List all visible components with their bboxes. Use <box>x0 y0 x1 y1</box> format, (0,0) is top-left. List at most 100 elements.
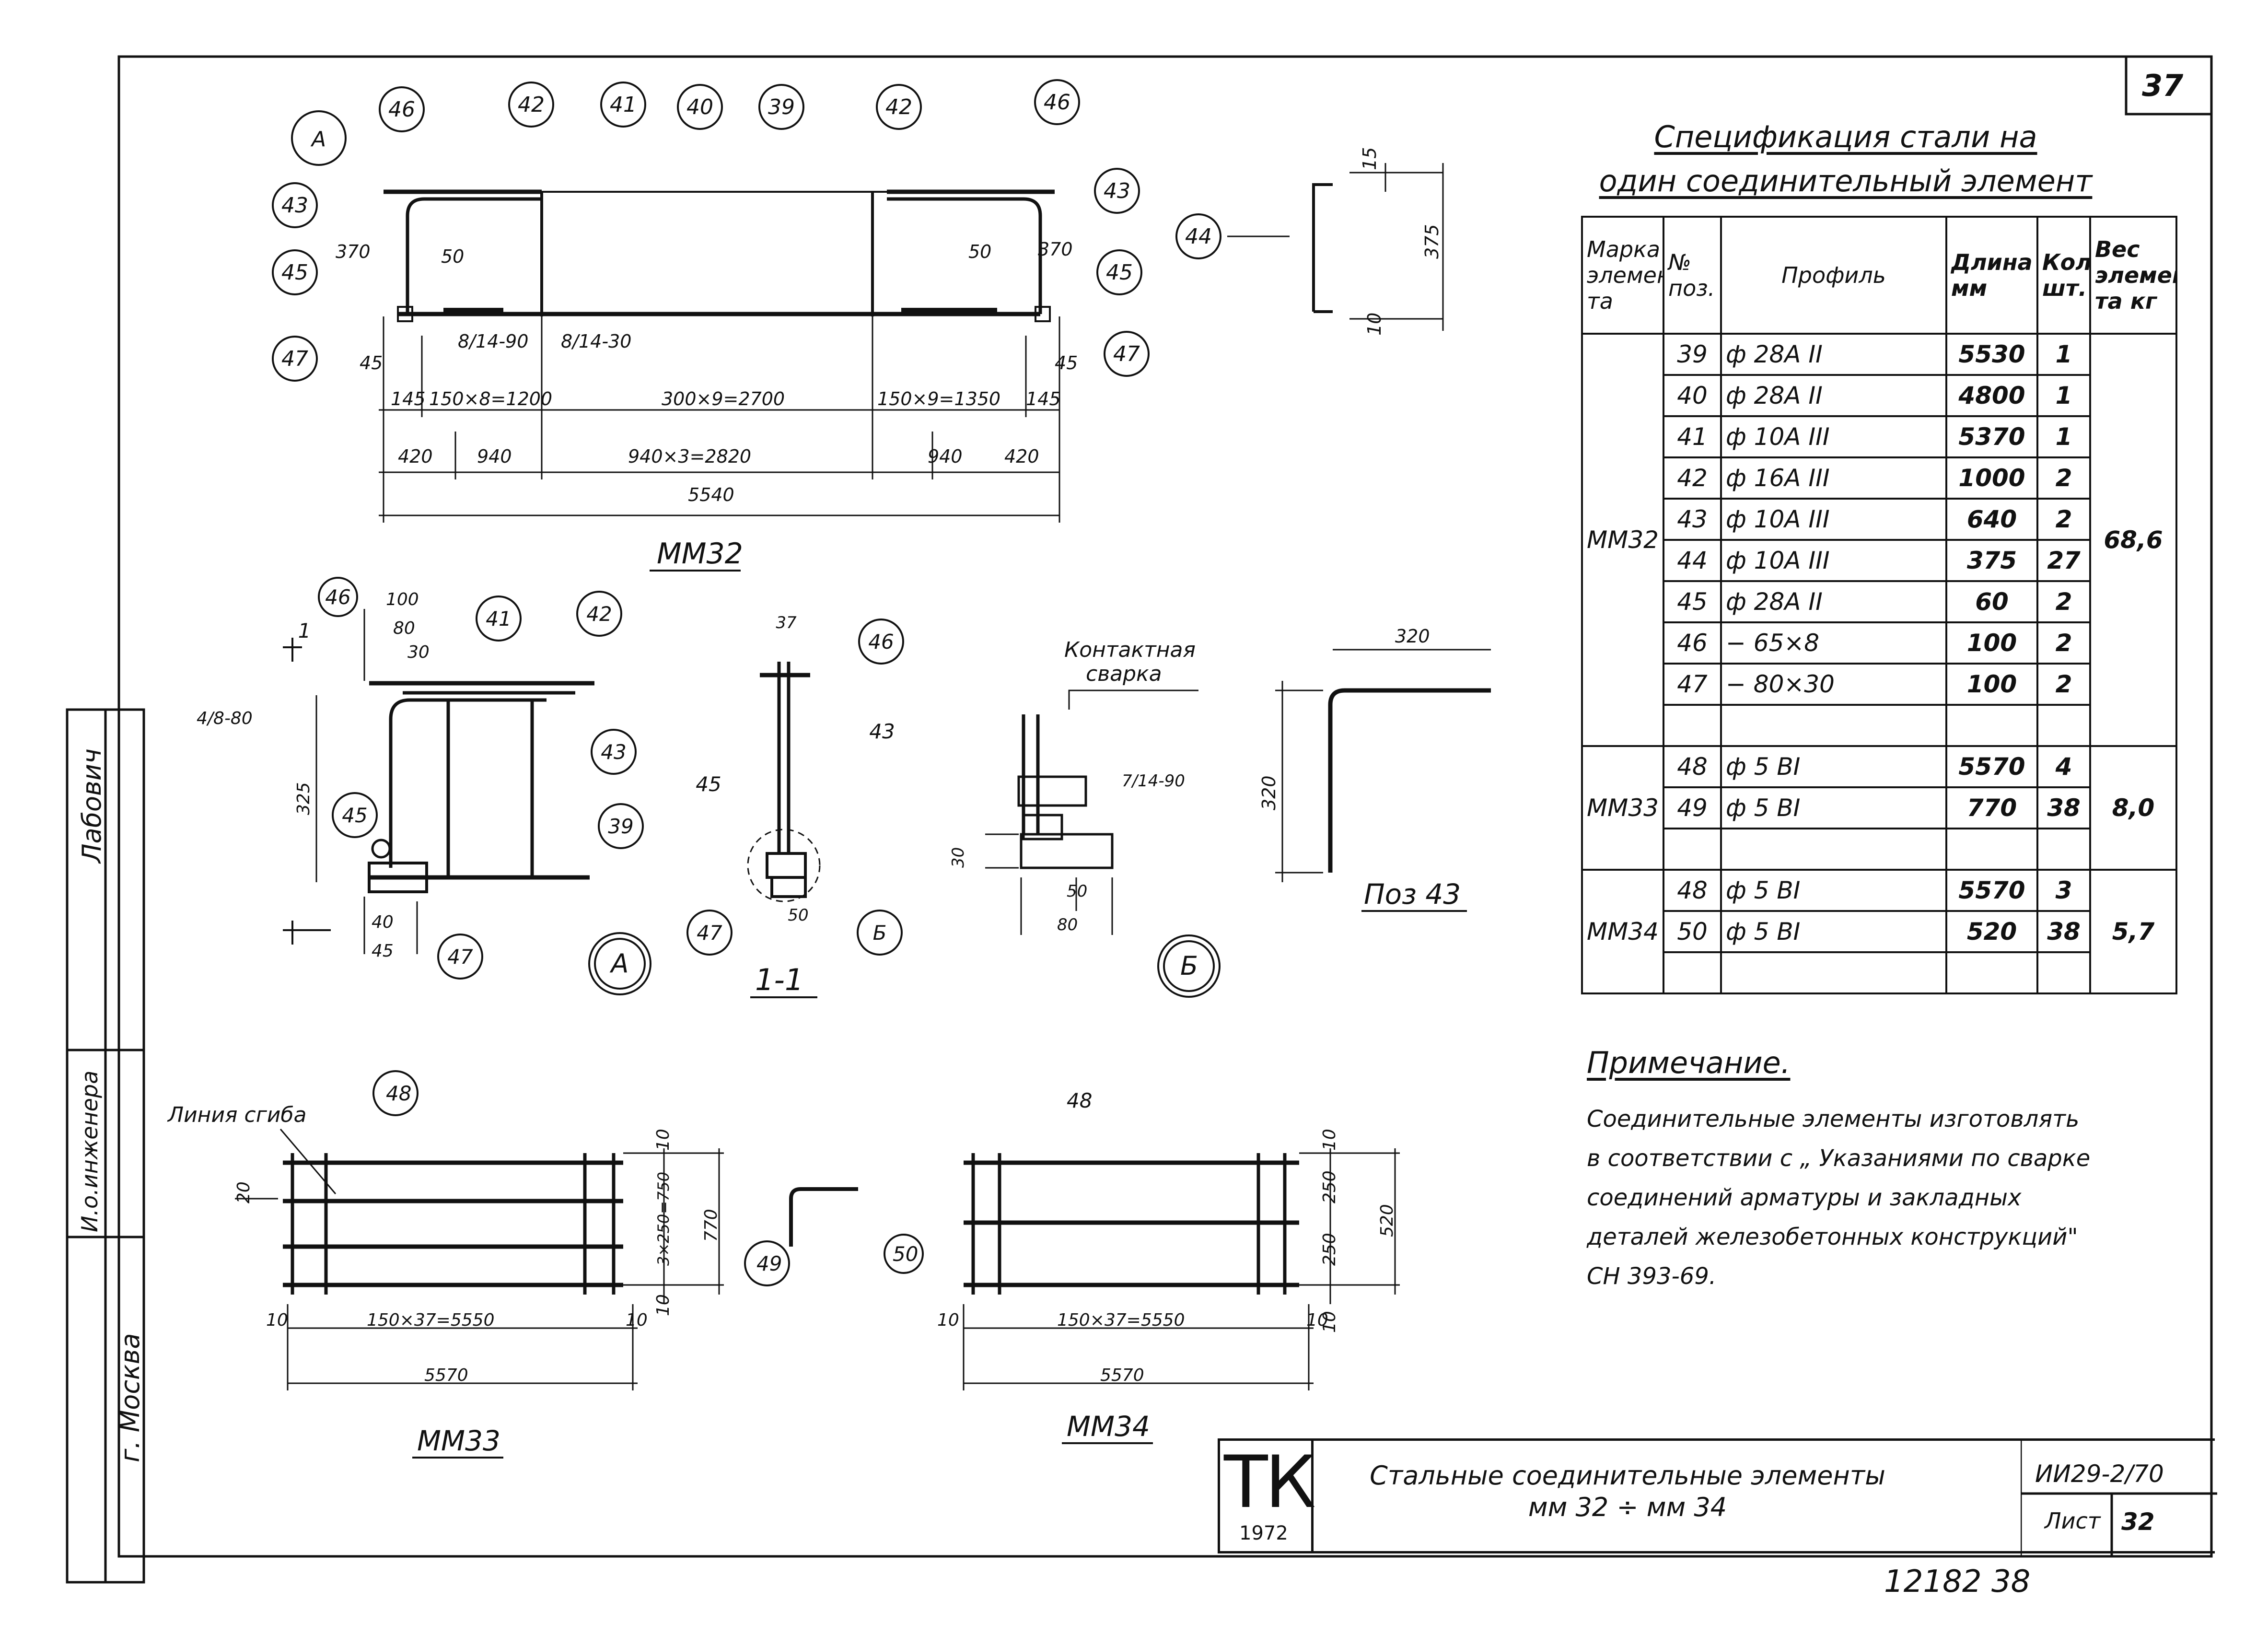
mm34-dim-250a: 250 <box>1320 1170 1339 1203</box>
spec-empty-cell <box>1945 951 2038 994</box>
a-weld-4-8-80: 4/8-80 <box>197 709 253 728</box>
spec-profile-cell: ф 28А II <box>1720 580 1947 623</box>
drawing-title: Стальные соединительные элементы мм 32 ÷… <box>1370 1460 1885 1522</box>
a-callout-42: 42 <box>586 602 612 626</box>
spec-length-cell: 100 <box>1945 621 2038 665</box>
pos44-detail <box>1227 163 1444 331</box>
dim-940x3: 940×3=2820 <box>628 446 751 467</box>
dim-50a: 50 <box>441 246 464 267</box>
pos43-caption: Поз 43 <box>1364 878 1461 911</box>
dim-50b: 50 <box>968 241 991 262</box>
callout-view-a: А <box>310 127 326 152</box>
a-callout-41: 41 <box>486 607 511 630</box>
spec-title-line2: один соединительный элемент <box>1599 163 2093 198</box>
stamp-role: И.о.инженера <box>77 1070 103 1232</box>
mm34-dim-10c: 10 <box>937 1310 959 1330</box>
note-heading: Примечание. <box>1587 1045 1791 1080</box>
spec-length-cell: 60 <box>1945 580 2038 623</box>
steel-spec-table: Марка элемен та № поз. Профиль Длина мм … <box>1581 216 2177 994</box>
spec-length-cell: 5570 <box>1945 869 2038 912</box>
callout-39: 39 <box>768 95 795 119</box>
spec-length-cell: 520 <box>1945 910 2038 953</box>
s11-dim-37: 37 <box>776 613 797 632</box>
pos44-dims: 15 375 10 <box>1359 147 1442 336</box>
contact-weld-label-2: сварка <box>1086 662 1162 686</box>
weld-8-14-90: 8/14-90 <box>458 331 528 352</box>
dim-300x9: 300×9=2700 <box>662 388 785 409</box>
section-1-1-callouts <box>686 619 904 956</box>
callout-43-a: 43 <box>281 193 308 218</box>
callout-40: 40 <box>686 95 713 119</box>
spec-pos-cell: 48 <box>1663 745 1722 788</box>
a-callout-39: 39 <box>608 815 633 838</box>
spec-profile-cell: − 80×30 <box>1720 663 1947 706</box>
spec-mark-cell: ММ34 <box>1581 869 1664 994</box>
spec-profile-cell: − 65×8 <box>1720 621 1947 665</box>
stamp-city: г. Москва <box>115 1333 145 1462</box>
spec-qty-cell: 2 <box>2036 456 2091 500</box>
svg-text:45: 45 <box>696 772 721 796</box>
mm33-dim-3x250: 3×250=750 <box>654 1172 673 1266</box>
mm34-dim-10d: 10 <box>1306 1310 1328 1330</box>
mm34-texts: 48 50 10 250 250 520 10 10 150×37=5550 1… <box>893 1089 1397 1385</box>
spec-empty-cell <box>1663 828 1722 871</box>
spec-mark-cell: ММ32 <box>1581 333 1664 747</box>
mm34-dim-520: 520 <box>1377 1204 1397 1237</box>
a-dim-40: 40 <box>372 912 394 932</box>
header-length: Длина мм <box>1945 216 2038 335</box>
sheet-number: 32 <box>2121 1508 2155 1536</box>
mm34-drawing <box>963 1148 1400 1390</box>
dim-370b: 370 <box>1038 239 1073 260</box>
svg-text:48: 48 <box>386 1082 411 1105</box>
header-mark: Марка элемен та <box>1581 216 1664 335</box>
view-a-dims: 100 80 30 4/8-80 325 40 45 <box>197 590 430 961</box>
spec-qty-cell: 1 <box>2036 374 2091 417</box>
dim-420b: 420 <box>1004 446 1039 467</box>
svg-text:49: 49 <box>756 1252 782 1275</box>
spec-pos-cell: 47 <box>1663 663 1722 706</box>
mm33-dim-20: 20 <box>234 1181 254 1203</box>
pos43-drawing <box>1275 649 1491 882</box>
svg-text:Б: Б <box>873 921 887 945</box>
dim-420a: 420 <box>398 446 433 467</box>
dim-150x8: 150×8=1200 <box>429 388 552 409</box>
spec-weight-cell: 68,6 <box>2089 333 2177 747</box>
a-callout-43: 43 <box>601 740 626 764</box>
page-number: 37 <box>2142 68 2184 103</box>
b-dim-80: 80 <box>1057 915 1078 934</box>
spec-qty-cell: 2 <box>2036 621 2091 665</box>
s11-dim-50: 50 <box>788 906 808 925</box>
view-a-mark: А <box>610 948 629 979</box>
a-dim-30: 30 <box>407 642 430 662</box>
a-callout-45: 45 <box>342 804 367 827</box>
dim-375: 375 <box>1421 224 1442 259</box>
view-b-texts: Контактная сварка 7/14-90 30 50 80 <box>949 638 1196 934</box>
spec-profile-cell: ф 10А III <box>1720 539 1947 582</box>
header-pos: № поз. <box>1663 216 1722 335</box>
mm32-caption: ММ32 <box>657 537 743 571</box>
svg-text:50: 50 <box>893 1242 918 1266</box>
callout-47-b: 47 <box>1113 342 1140 366</box>
spec-length-cell: 640 <box>1945 498 2038 541</box>
spec-length-cell: 770 <box>1945 786 2038 829</box>
bend-line-label: Линия сгиба <box>167 1103 307 1127</box>
dim-45a: 45 <box>360 352 383 374</box>
spec-empty-cell <box>1945 828 2038 871</box>
spec-empty-cell <box>1720 704 1947 747</box>
dim-150x9: 150×9=1350 <box>877 388 1000 409</box>
view-a-callouts <box>318 577 651 995</box>
a-callout-47: 47 <box>447 945 473 969</box>
view-b-mark-label: Б <box>1180 951 1198 981</box>
spec-length-cell: 5570 <box>1945 745 2038 788</box>
header-profile: Профиль <box>1720 216 1947 335</box>
drawing-code: ИИ29-2/70 <box>2035 1460 2164 1488</box>
callout-45-a: 45 <box>281 260 308 285</box>
spec-length-cell: 5370 <box>1945 415 2038 458</box>
spec-empty-row <box>1582 951 2176 994</box>
